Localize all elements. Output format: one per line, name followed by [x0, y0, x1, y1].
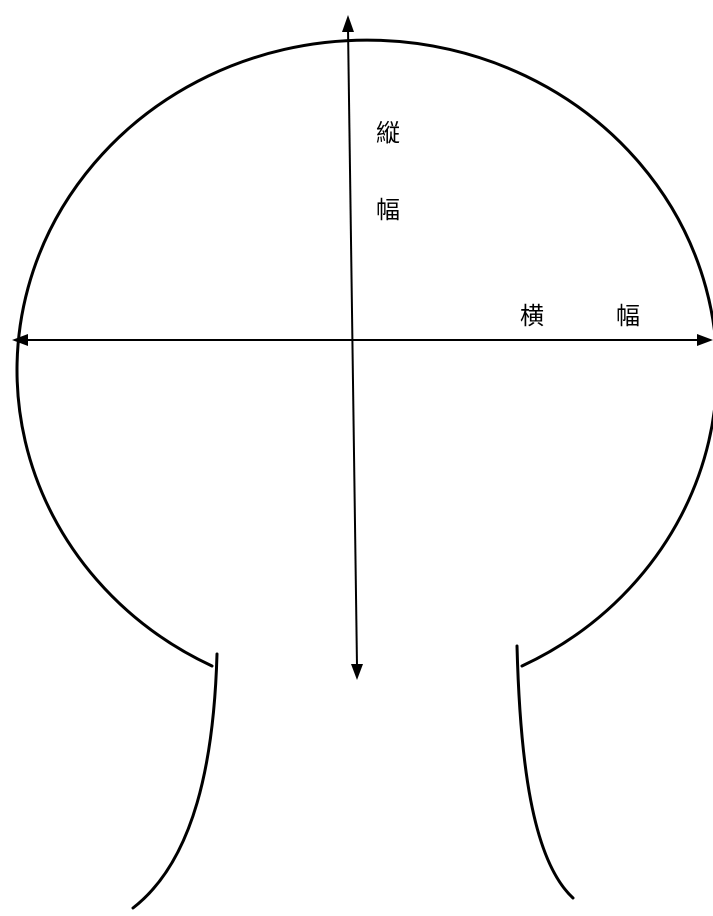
- horizontal-width-label-char-1: 横: [520, 302, 544, 330]
- head-outline: [17, 40, 713, 666]
- horizontal-arrowhead-right: [697, 334, 713, 346]
- vertical-arrowhead-bottom: [351, 664, 363, 680]
- vertical-arrowhead-top: [342, 15, 354, 32]
- neck-right-outline: [517, 646, 573, 898]
- neck-left-outline: [133, 654, 217, 908]
- vertical-width-label-char-2: 幅: [376, 196, 400, 224]
- vertical-width-arrow-line: [348, 28, 357, 666]
- horizontal-width-label-char-2: 幅: [616, 302, 640, 330]
- vertical-width-label-char-1: 縦: [376, 119, 400, 147]
